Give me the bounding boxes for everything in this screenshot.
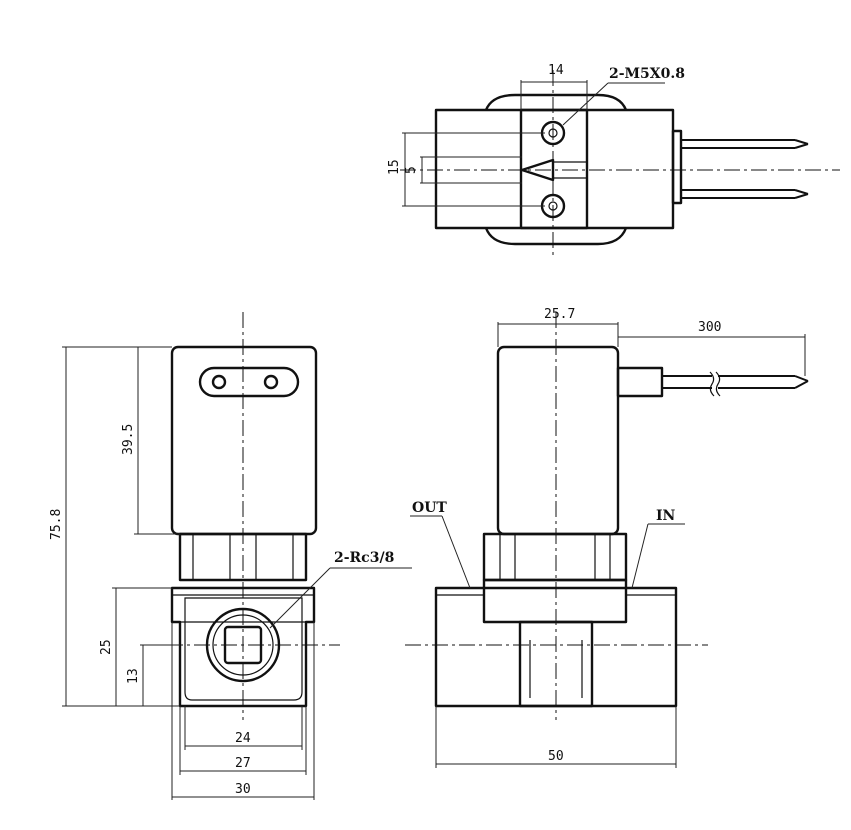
side-view: 25.7 300 OUT IN 50 (405, 307, 809, 768)
label-in: IN (656, 508, 676, 524)
dim-30: 30 (235, 782, 251, 797)
dim-5: 5 (404, 166, 419, 174)
dim-24: 24 (235, 731, 251, 746)
dim-25-7: 25.7 (544, 307, 575, 322)
dim-39-5: 39.5 (121, 424, 136, 455)
dim-27: 27 (235, 756, 251, 771)
label-out: OUT (412, 500, 447, 516)
dim-13: 13 (126, 668, 141, 684)
dim-25: 25 (99, 639, 114, 655)
top-view: 14 2-M5X0.8 15 5 (387, 63, 840, 258)
front-view: 2-Rc3/8 75.8 39.5 25 13 24 27 30 (49, 312, 412, 800)
dim-50: 50 (548, 749, 564, 764)
label-port-thread: 2-Rc3/8 (334, 550, 394, 566)
dim-15: 15 (387, 159, 402, 175)
dim-300: 300 (698, 320, 721, 335)
dim-75-8: 75.8 (49, 509, 64, 540)
dim-14: 14 (548, 63, 564, 78)
label-mount-thread: 2-M5X0.8 (609, 66, 685, 82)
